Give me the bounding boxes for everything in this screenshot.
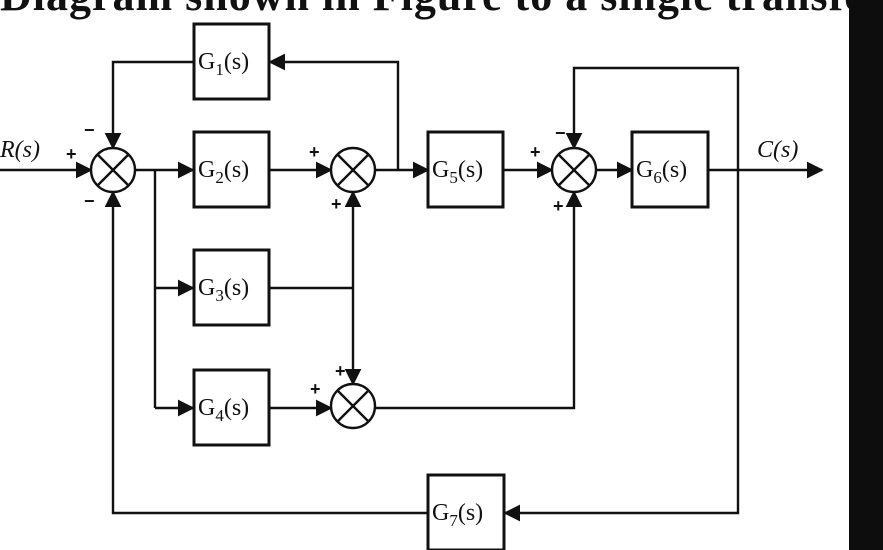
dark-side-strip: [849, 0, 883, 550]
g1-feedback-in-wire: [268, 53, 400, 170]
svg-text:G5(s): G5(s): [432, 157, 483, 187]
input-signal-label: R(s): [0, 137, 40, 163]
sum1-top-sign: −: [84, 120, 95, 140]
block-g2: G2(s): [192, 130, 271, 209]
g7-feedback-out-wire: [104, 190, 428, 515]
svg-text:G2(s): G2(s): [198, 157, 249, 187]
output-signal-label: C(s): [757, 137, 798, 163]
svg-text:G3(s): G3(s): [198, 275, 249, 305]
svg-text:G6(s): G6(s): [636, 157, 687, 187]
block-g6: G6(s): [630, 130, 710, 209]
block-g7: G7(s): [426, 473, 506, 550]
summing-junction-1: [89, 146, 137, 194]
block-g3: G3(s): [192, 248, 271, 327]
sum4-left-sign: +: [530, 142, 541, 162]
block-g4: G4(s): [192, 368, 271, 447]
sum4-bottom-sign: +: [553, 196, 564, 216]
sum4-top-sign: −: [555, 123, 566, 143]
page-heading-fragment: Diagram shown in Figure to a single tran…: [0, 0, 883, 21]
sum3-top-sign: +: [335, 361, 346, 381]
sum1-left-sign: +: [66, 144, 77, 164]
block-g5: G5(s): [426, 130, 505, 209]
sum4-feedback-wire: [565, 66, 740, 170]
g1-feedback-out-wire: [104, 60, 194, 150]
sum2-bottom-sign: +: [331, 194, 342, 214]
g7-feedback-in-wire: [503, 170, 740, 522]
block-g1: G1(s): [192, 22, 271, 101]
summing-junction-4: [550, 146, 598, 194]
summing-junction-2: [329, 146, 377, 194]
svg-text:G7(s): G7(s): [432, 500, 483, 530]
svg-text:G4(s): G4(s): [198, 395, 249, 425]
sum3-to-sum4-wire: [375, 190, 583, 410]
summing-junction-3: [329, 382, 377, 430]
svg-text:G1(s): G1(s): [198, 49, 249, 79]
sum3-left-sign: +: [310, 379, 321, 399]
sum1-bottom-sign: −: [84, 191, 95, 211]
sum2-left-sign: +: [309, 142, 320, 162]
